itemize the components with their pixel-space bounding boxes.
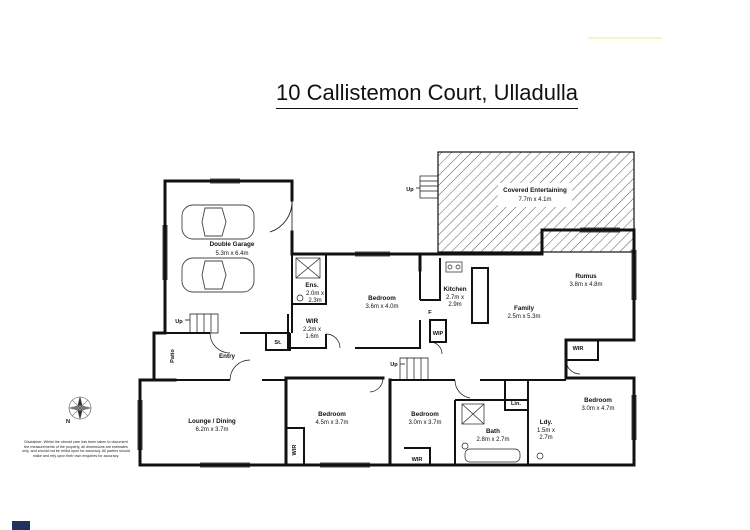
- room-covered-entertaining-dims: 7.7m x 4.1m: [518, 197, 551, 203]
- room-double-garage-dims: 5.3m x 6.4m: [215, 251, 248, 257]
- covered-entertaining-label-bg: [498, 183, 572, 207]
- room-bedroom-4-name: Bedroom: [584, 397, 612, 404]
- room-covered-entertaining-name: Covered Entertaining: [503, 187, 567, 194]
- room-patio-name: Patio: [170, 349, 176, 363]
- garage-door-swing: [269, 199, 293, 233]
- room-kitchen-name: Kitchen: [443, 286, 466, 293]
- door-swings: [209, 332, 581, 399]
- footer-strip: [0, 519, 750, 530]
- room-wir-master-dims2: 1.6m: [305, 334, 318, 340]
- windows: [137, 178, 637, 468]
- room-ens-dims2: 2.3m: [308, 298, 321, 304]
- room-bedroom-2-dims: 4.5m x 3.7m: [315, 420, 348, 426]
- room-family-dims: 2.5m x 5.3m: [507, 314, 540, 320]
- room-ldy-dims2: 2.7m: [539, 435, 552, 441]
- room-bedroom-4-dims: 3.0m x 4.7m: [581, 406, 614, 412]
- room-bedroom-2-name: Bedroom: [318, 411, 346, 418]
- stair-up-garage: Up: [175, 319, 183, 325]
- room-bedroom-3-dims: 3.0m x 3.7m: [408, 420, 441, 426]
- label-wip: WIP: [433, 331, 444, 337]
- label-wir-bedroom-4: WIR: [573, 346, 584, 352]
- room-wir-master-name: WIR: [306, 318, 319, 325]
- stair-up-entertaining: Up: [406, 187, 414, 193]
- room-double-garage-name: Double Garage: [210, 241, 255, 248]
- room-rumus-name: Rumus: [575, 273, 597, 280]
- label-wir-bedroom-3: WIR: [412, 457, 423, 463]
- room-rumus-dims: 3.8m x 4.8m: [569, 282, 602, 288]
- compass-north-label: N: [66, 419, 70, 425]
- brand-tab: [12, 521, 30, 530]
- fixtures: [295, 257, 544, 463]
- stairs: [189, 175, 439, 381]
- internal-walls: [165, 254, 599, 465]
- room-entry-name: Entry: [219, 353, 236, 360]
- room-kitchen-dims2: 2.9m: [448, 302, 461, 308]
- room-ens-name: Ens.: [305, 282, 319, 289]
- room-bedroom-main-dims: 3.6m x 4.0m: [365, 304, 398, 310]
- title-underline: 10 Callistemon Court, Ulladulla: [276, 78, 578, 109]
- room-st-name: St.: [274, 340, 282, 346]
- room-ens-dims1: 2.0m x: [306, 291, 324, 297]
- room-lounge-dining-name: Lounge / Dining: [188, 418, 236, 425]
- page-title: 10 Callistemon Court, Ulladulla: [276, 80, 579, 105]
- room-kitchen-dims1: 2.7m x: [446, 295, 464, 301]
- room-bedroom-3-name: Bedroom: [411, 411, 439, 418]
- label-wir-bedroom-2: WIR: [292, 445, 298, 456]
- compass-icon: [68, 396, 92, 420]
- room-ldy-name: Ldy.: [540, 419, 553, 426]
- stair-up-hall: Up: [390, 362, 398, 368]
- label-fridge: F: [428, 310, 432, 316]
- accent-line: [588, 37, 662, 39]
- room-wir-master-dims1: 2.2m x: [303, 327, 321, 333]
- room-bedroom-main-name: Bedroom: [368, 295, 396, 302]
- room-bath-dims: 2.8m x 2.7m: [476, 437, 509, 443]
- room-lin-name: Lin.: [511, 401, 521, 407]
- room-family-name: Family: [514, 305, 534, 312]
- disclaimer-text: Disclaimer: Whilst the utmost care has b…: [22, 440, 130, 458]
- room-lounge-dining-dims: 6.2m x 3.7m: [195, 427, 228, 433]
- room-bath-name: Bath: [486, 428, 500, 435]
- room-ldy-dims1: 1.5m x: [537, 428, 555, 434]
- car-icons: [181, 204, 255, 293]
